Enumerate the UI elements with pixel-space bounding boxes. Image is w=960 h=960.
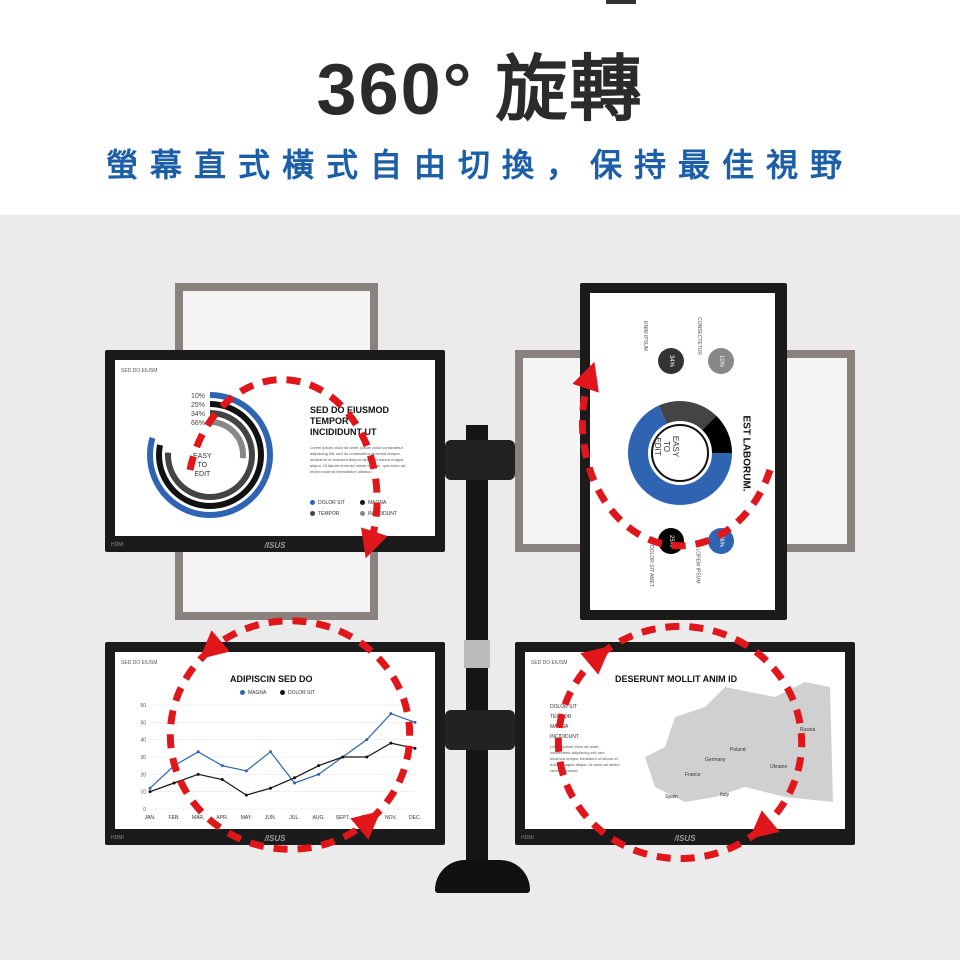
center-text: TO (197, 462, 208, 469)
heading-line: INCIDIDUNT UT (310, 427, 377, 437)
brand-logo: /ISUS (264, 541, 286, 550)
y-tick-label: 50 (140, 720, 146, 726)
y-tick-label: 40 (140, 738, 146, 744)
country-label: Germany (705, 757, 726, 763)
center-text: EASY (193, 453, 212, 460)
percent-label: 25% (191, 402, 206, 409)
heading-line: SED DO EIUSMOD (310, 405, 390, 415)
screen-label: SED DO EIUSM (531, 660, 568, 666)
y-tick-label: 60 (140, 703, 146, 709)
country-label: Ukraine (770, 764, 788, 770)
body-text: Lorem ipsum dolor sit amet, ipsum dolor … (310, 445, 406, 474)
country-label: Poland (730, 747, 746, 753)
pole-collar (464, 640, 490, 668)
page-title: 360° 旋轉 (316, 50, 644, 130)
y-tick-label: 0 (143, 807, 146, 813)
header: 360° 旋轉 螢幕直式橫式自由切換，保持最佳視野 (0, 0, 960, 215)
rotation-arrow-tr (572, 361, 774, 550)
x-tick-label: FEB. (169, 815, 180, 821)
x-tick-label: NOV. (385, 815, 397, 821)
top-bar (606, 0, 636, 4)
page-subtitle: 螢幕直式橫式自由切換，保持最佳視野 (105, 147, 854, 183)
x-tick-label: DEC. (409, 815, 421, 821)
percent-label: 10% (191, 393, 206, 400)
country-label: Russia (800, 727, 816, 733)
y-tick-label: 30 (140, 755, 146, 761)
country-label: Italy (720, 792, 730, 798)
center-text: EDIT (194, 471, 211, 478)
rotation-arrow-br (597, 622, 806, 839)
data-point (413, 746, 417, 750)
legend-item: TEMPOR (318, 511, 340, 517)
hdmi-label: HDMI (111, 835, 124, 841)
rotation-arrow-tl (186, 376, 388, 559)
country-label: France (685, 772, 701, 778)
monitor-top-right: EASY TO EDIT EST LABORUM. 10% 34% 66% 25… (580, 283, 787, 620)
percent-label: 34% (191, 411, 206, 418)
data-point (196, 750, 200, 754)
data-point (196, 772, 200, 776)
donut-chart (628, 401, 732, 505)
screen-label: SED DO EIUSM (121, 368, 158, 374)
data-point (172, 781, 176, 785)
heading-line: TEMPOR (310, 416, 349, 426)
europe-map (645, 682, 833, 802)
screen-label: SED DO EIUSM (121, 660, 158, 666)
legend-item: INCIDIDUNT (550, 734, 579, 740)
y-tick-label: 10 (140, 790, 146, 796)
data-point (389, 741, 393, 745)
monitor-top-left: SED DO EIUSM 10% 25% 34% 66% EASY TO EDI… (105, 350, 445, 552)
hdmi-label: HDMI (111, 542, 124, 548)
rotation-arrow-bl (199, 617, 414, 840)
rotation-arrow-bl2 (166, 647, 373, 853)
x-tick-label: JAN. (145, 815, 156, 821)
arm-joint-bottom (445, 710, 515, 750)
data-point (413, 720, 417, 724)
data-point (389, 712, 393, 716)
heading: DESERUNT MOLLIT ANIM ID (615, 674, 738, 684)
legend-item: DOLOR SIT (318, 500, 345, 506)
percent-label: 66% (191, 420, 206, 427)
country-label: Spain (665, 794, 678, 800)
desk-base (435, 860, 530, 893)
legend-item: INCIDIDUNT (368, 511, 397, 517)
rotation-arrow-br2 (554, 646, 763, 863)
hdmi-label: HDMI (521, 835, 534, 841)
legend-item: DOLOR SIT (550, 704, 577, 710)
x-tick-label: MAR. (192, 815, 205, 821)
y-tick-label: 20 (140, 772, 146, 778)
arm-joint-top (445, 440, 515, 480)
brand-logo: /ISUS (674, 834, 696, 843)
data-point (148, 786, 152, 790)
data-point (148, 790, 152, 794)
